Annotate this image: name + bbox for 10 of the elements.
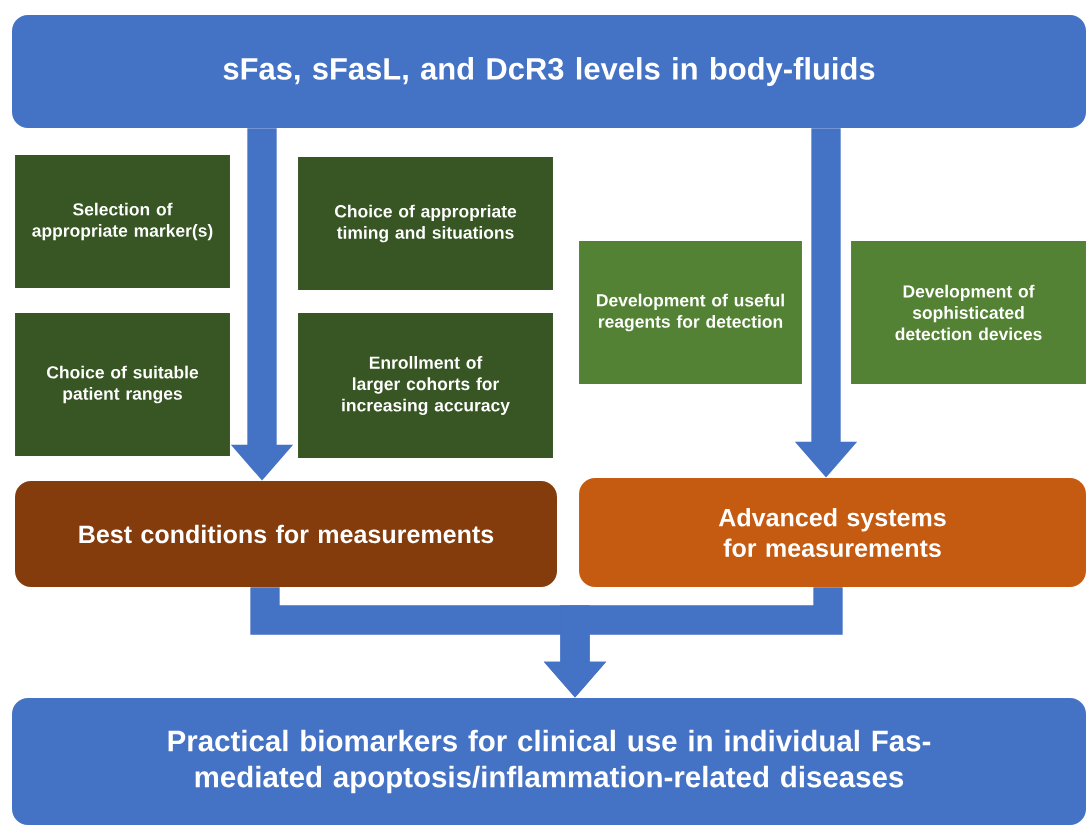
title-box: sFas, sFasL, and DcR3 levels in body-fluids — [12, 14, 1086, 129]
step-box: Enrollment of larger cohorts for increasing accuracy — [298, 312, 553, 459]
step-box: Development of useful reagents for detection — [579, 241, 802, 384]
step-box: Choice of appropriate timing and situations — [298, 156, 553, 291]
result-box: Best conditions for measurements — [15, 481, 557, 587]
outcome-box: Practical biomarkers for clinical use in individual Fas-mediated apoptosis/inflammation-related diseases — [12, 698, 1086, 825]
step-box: Development of sophisticated detection devices — [851, 241, 1086, 384]
result-box: Advanced systems for measurements — [579, 477, 1086, 588]
step-box: Selection of appropriate marker(s) — [15, 154, 230, 289]
step-box: Choice of suitable patient ranges — [15, 313, 230, 456]
